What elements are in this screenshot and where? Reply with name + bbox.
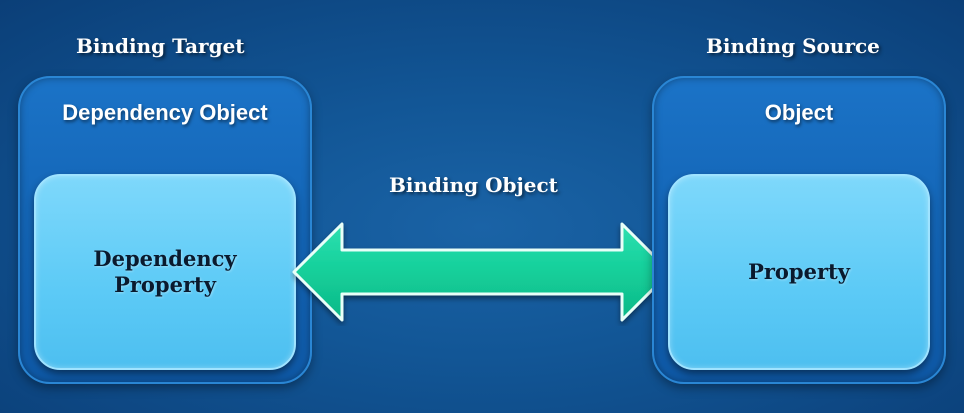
binding-object-label: Binding Object: [389, 173, 558, 197]
object-title: Object: [764, 100, 834, 125]
double-arrow-icon: [292, 222, 672, 322]
double-arrow-shape: [292, 222, 672, 322]
object-box: Object Property: [652, 76, 946, 384]
dependency-property-label: Dependency Property: [93, 246, 236, 299]
dependency-property-line2: Property: [114, 272, 216, 297]
binding-target-heading: Binding Target: [76, 34, 245, 58]
dependency-property-line1: Dependency: [93, 245, 237, 271]
dependency-object-title: Dependency Object: [62, 100, 268, 125]
binding-source-heading: Binding Source: [706, 34, 880, 58]
property-box: Property: [668, 174, 930, 370]
property-label: Property: [748, 258, 850, 284]
dependency-object-box: Dependency Object Dependency Property: [18, 76, 312, 384]
dependency-property-box: Dependency Property: [34, 174, 296, 370]
